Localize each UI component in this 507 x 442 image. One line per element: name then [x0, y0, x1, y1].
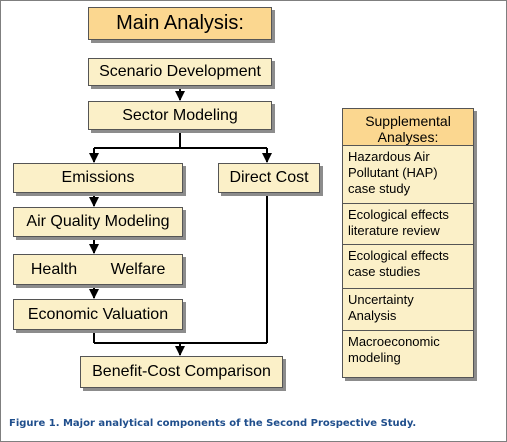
supplemental-item-macroeconomic-modeling: Macroeconomic modeling	[348, 334, 440, 365]
node-air-quality-modeling-label: Air Quality Modeling	[26, 213, 170, 230]
figure-caption: Figure 1. Major analytical components of…	[9, 418, 417, 429]
node-welfare-label: Welfare	[110, 260, 166, 278]
main-analysis-title-text: Main Analysis:	[116, 12, 244, 34]
node-emissions: Emissions	[13, 163, 183, 193]
node-benefit-cost-comparison: Benefit-Cost Comparison	[80, 356, 283, 388]
node-sector-modeling: Sector Modeling	[88, 101, 272, 130]
node-scenario-development-label: Scenario Development	[99, 63, 261, 80]
node-economic-valuation-label: Economic Valuation	[27, 305, 169, 323]
supplemental-analyses-title: Supplemental Analyses:	[343, 109, 473, 146]
node-health-welfare: Health Welfare	[13, 254, 183, 285]
supplemental-item-uncertainty-analysis: Uncertainty Analysis	[343, 289, 473, 331]
main-analysis-title: Main Analysis:	[88, 7, 272, 40]
node-direct-cost-label: Direct Cost	[229, 169, 309, 186]
node-scenario-development: Scenario Development	[88, 58, 272, 86]
node-air-quality-modeling: Air Quality Modeling	[13, 207, 183, 237]
node-emissions-label: Emissions	[61, 169, 135, 186]
node-economic-valuation: Economic Valuation	[13, 299, 183, 330]
supplemental-item-eco-literature-review: Ecological effects literature review	[343, 204, 473, 245]
supplemental-item-hap-case-study: Hazardous Air Pollutant (HAP) case study	[343, 146, 473, 204]
node-health-label: Health	[30, 260, 78, 278]
node-direct-cost: Direct Cost	[218, 163, 320, 193]
node-sector-modeling-label: Sector Modeling	[122, 106, 238, 124]
node-benefit-cost-comparison-label: Benefit-Cost Comparison	[92, 363, 271, 380]
supplemental-item-eco-case-studies: Ecological effects case studies	[343, 245, 473, 289]
supplemental-analyses-panel: Supplemental Analyses: Hazardous Air Pol…	[342, 108, 474, 378]
